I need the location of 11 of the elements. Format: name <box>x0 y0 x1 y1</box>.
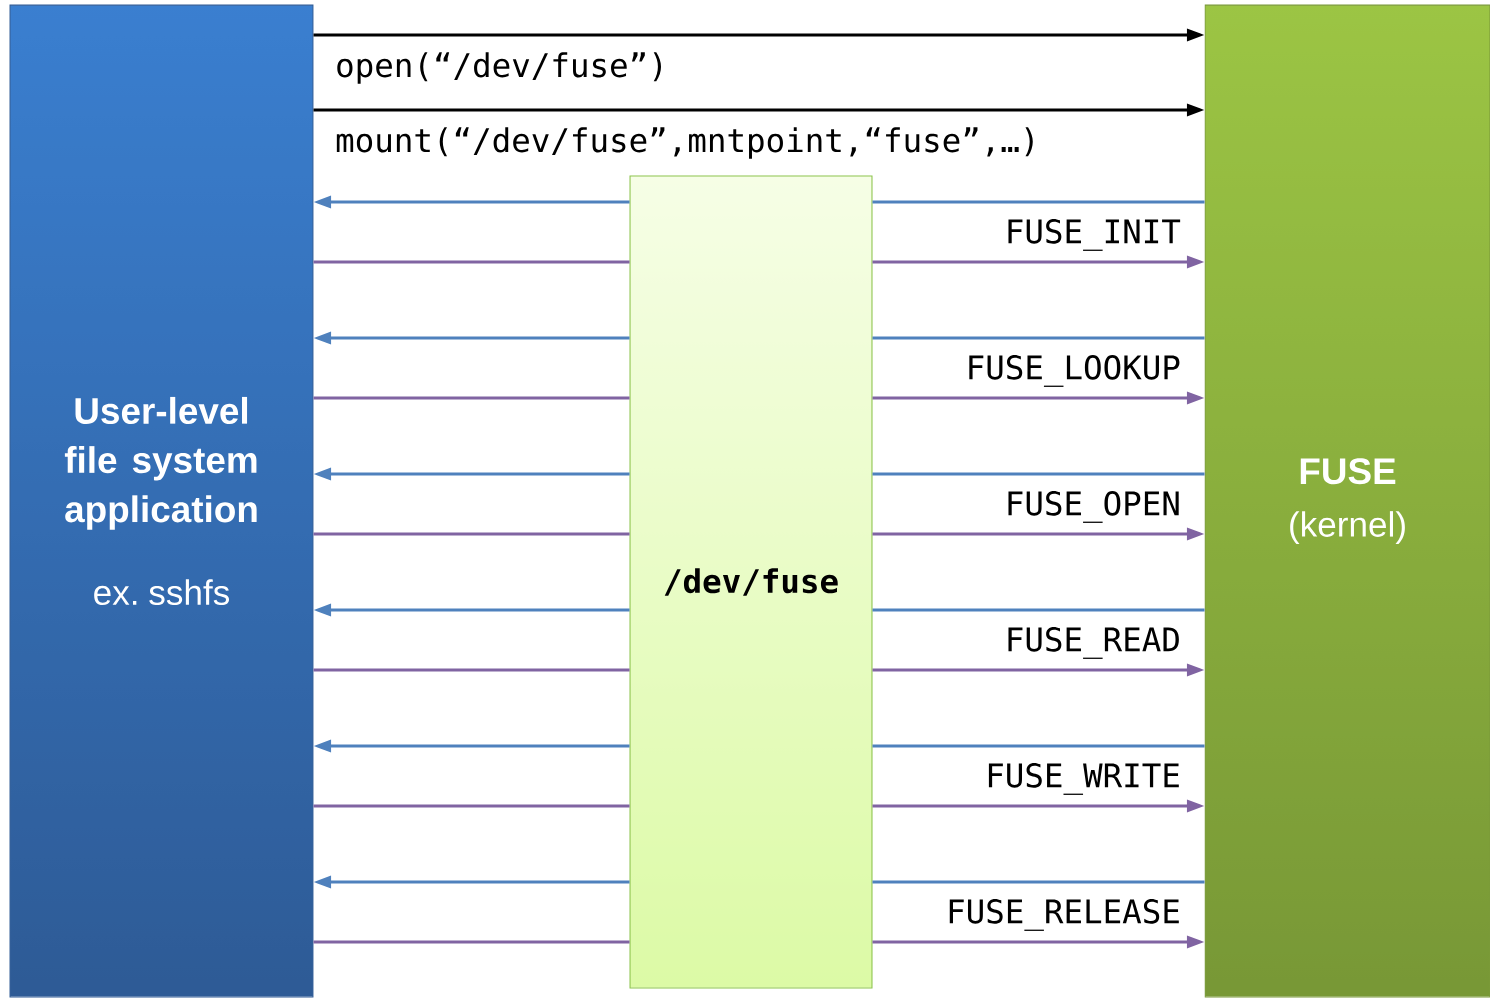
edge-label: FUSE_INIT <box>1003 217 1183 253</box>
edge-label: mount(“/dev/fuse”,mntpoint,“fuse”,…) <box>333 125 1042 161</box>
edge-label: FUSE_WRITE <box>983 761 1183 797</box>
application-box: User-level file system application ex. sshfs <box>9 4 314 998</box>
kernel-box: FUSE (kernel) <box>1204 4 1490 998</box>
edge-label: FUSE_READ <box>1003 625 1183 661</box>
device-box: /dev/fuse <box>629 175 873 989</box>
edge-label: FUSE_RELEASE <box>944 897 1183 933</box>
edge-label: FUSE_OPEN <box>1003 489 1183 525</box>
edge-label: open(“/dev/fuse”) <box>333 50 670 86</box>
edge-label: FUSE_LOOKUP <box>963 353 1183 389</box>
